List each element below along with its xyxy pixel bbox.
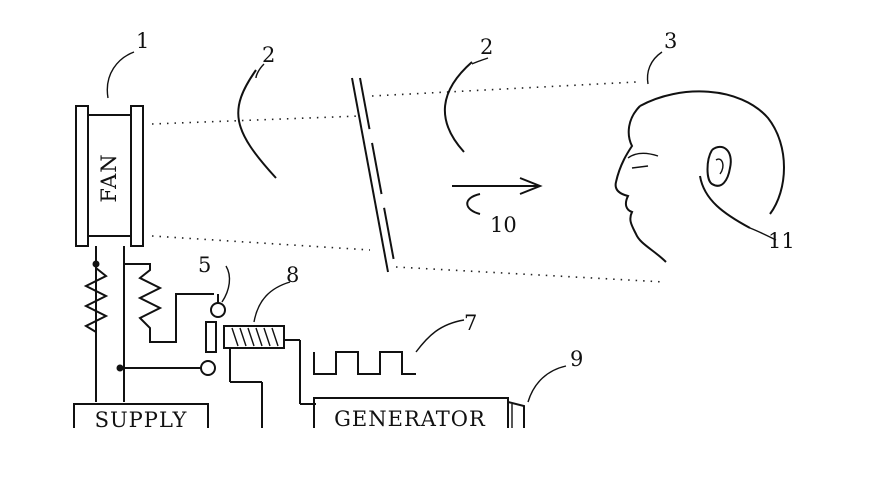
airflow-lines <box>151 81 665 283</box>
airflow-curve-left <box>237 69 277 179</box>
fan: FAN <box>75 105 144 247</box>
airflow-arrow <box>452 177 543 215</box>
leader-lines <box>106 51 777 403</box>
supply-box: SUPPLY <box>73 403 209 432</box>
solenoid-coil <box>223 325 285 349</box>
reference-numerals: 1 2 2 3 5 8 7 9 10 11 <box>136 29 795 371</box>
generator-box: GENERATOR <box>313 397 525 431</box>
ear-icon <box>706 145 732 187</box>
ref-10: 10 <box>490 213 517 237</box>
ref-1: 1 <box>136 29 149 53</box>
ref-2-left: 2 <box>262 43 275 67</box>
head <box>614 90 785 263</box>
ref-11: 11 <box>768 229 795 253</box>
fan-left-bar <box>75 105 89 247</box>
break-marks <box>351 77 397 273</box>
fan-right-bar <box>130 105 144 247</box>
ref-5: 5 <box>198 253 211 277</box>
generator-label: GENERATOR <box>334 407 486 431</box>
ref-2-right: 2 <box>480 35 493 59</box>
square-wave <box>313 351 416 375</box>
supply-label: SUPPLY <box>95 408 188 432</box>
ref-7: 7 <box>464 311 477 335</box>
airflow-curve-right <box>443 61 473 153</box>
wiring <box>83 246 316 428</box>
fan-label: FAN <box>97 153 121 202</box>
ref-8: 8 <box>286 263 299 287</box>
ref-9: 9 <box>570 347 583 371</box>
ref-3: 3 <box>664 29 677 53</box>
